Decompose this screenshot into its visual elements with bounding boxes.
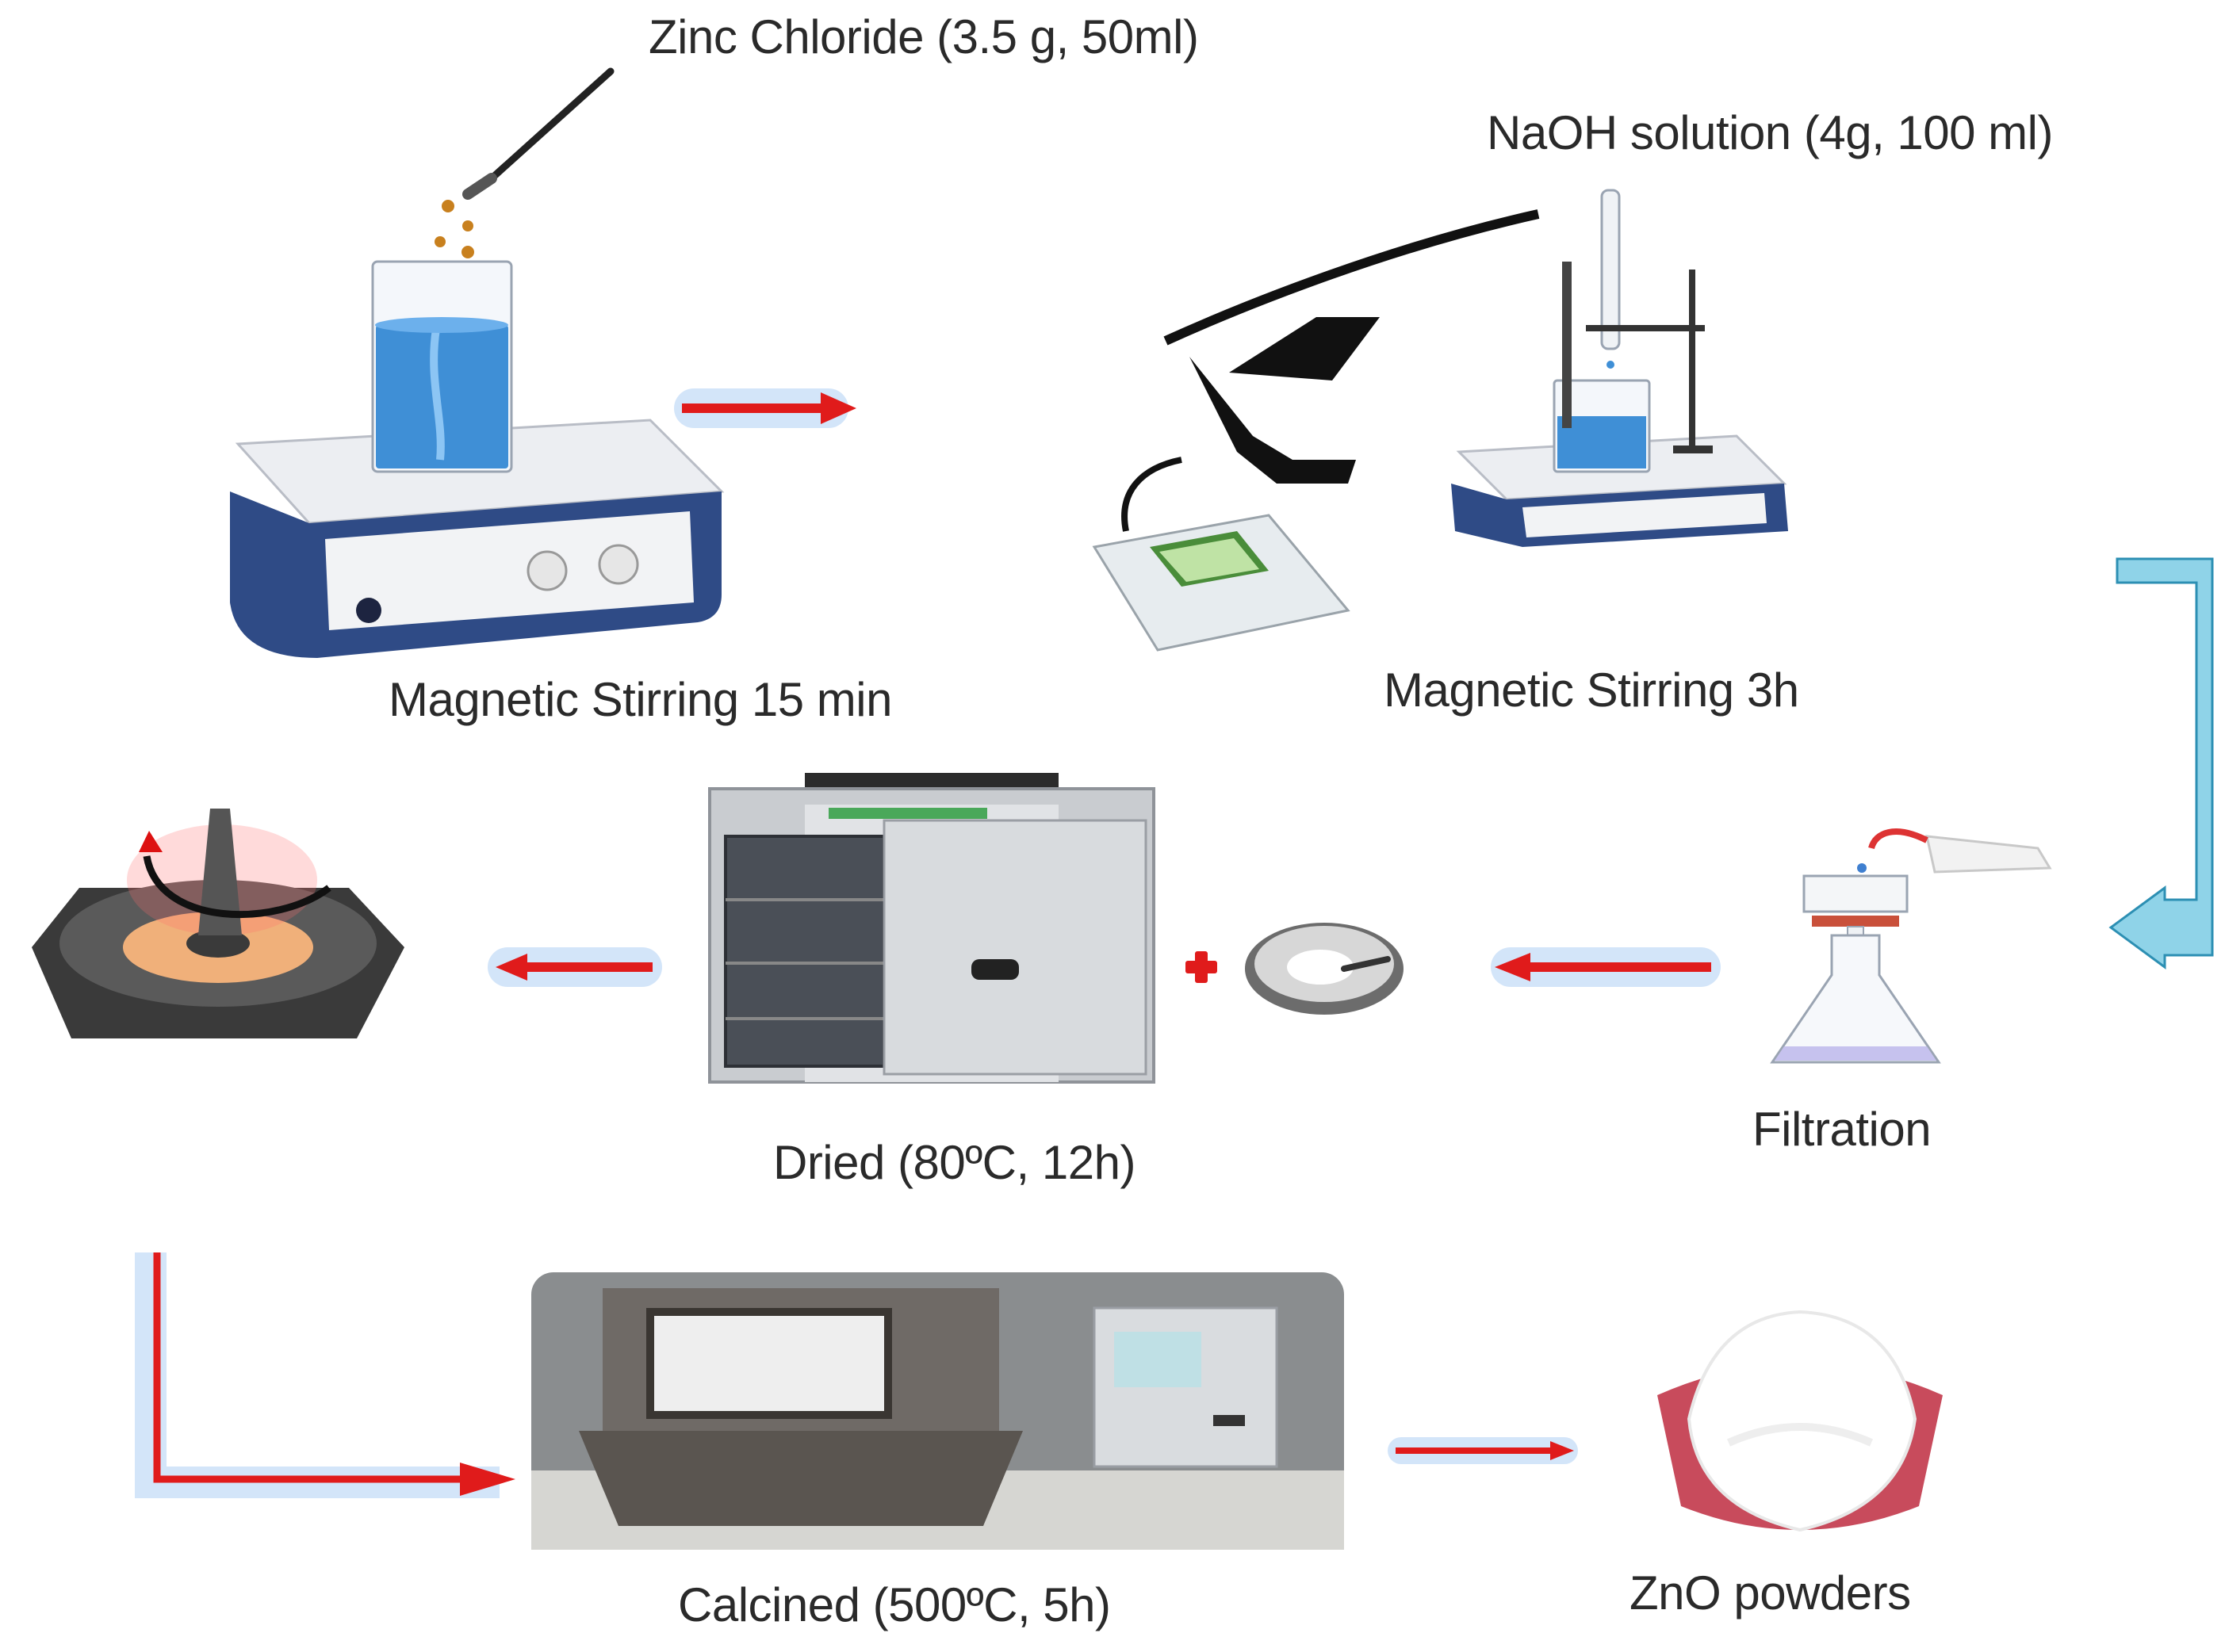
label-calcined: Calcined (500ºC, 5h) bbox=[678, 1578, 1111, 1631]
drying-oven-icon bbox=[708, 773, 1155, 1084]
arrow-right bbox=[674, 388, 856, 428]
flow-bracket-arrow bbox=[2108, 557, 2214, 969]
plus-icon bbox=[1185, 951, 1217, 983]
flow-l-arrow bbox=[135, 1252, 515, 1498]
zno-powder-bowl-icon bbox=[1657, 1310, 1943, 1532]
arrow-right bbox=[1388, 1437, 1578, 1464]
arrow-left bbox=[488, 947, 662, 987]
label-stirring-15-min: Magnetic Stirring 15 min bbox=[389, 673, 892, 726]
arrow-left bbox=[1491, 947, 1721, 987]
ph-meter-stirrer-icon bbox=[1092, 189, 1788, 652]
label-zinc-chloride: Zinc Chloride (3.5 g, 50ml) bbox=[649, 10, 1199, 63]
magnetic-stirrer-beaker-icon bbox=[230, 67, 725, 658]
muffle-furnace-icon bbox=[531, 1272, 1344, 1550]
label-dried: Dried (80ºC, 12h) bbox=[773, 1136, 1135, 1189]
label-naoh-solution: NaOH solution (4g, 100 ml) bbox=[1487, 106, 2053, 159]
label-zno-powders: ZnO powders bbox=[1629, 1566, 1911, 1619]
label-filtration: Filtration bbox=[1752, 1103, 1932, 1156]
powder-dish-icon bbox=[1245, 923, 1404, 1015]
filtration-flask-icon bbox=[1770, 828, 2052, 1064]
label-stirring-3h: Magnetic Stirring 3h bbox=[1384, 663, 1799, 717]
mortar-pestle-icon bbox=[32, 809, 404, 1038]
